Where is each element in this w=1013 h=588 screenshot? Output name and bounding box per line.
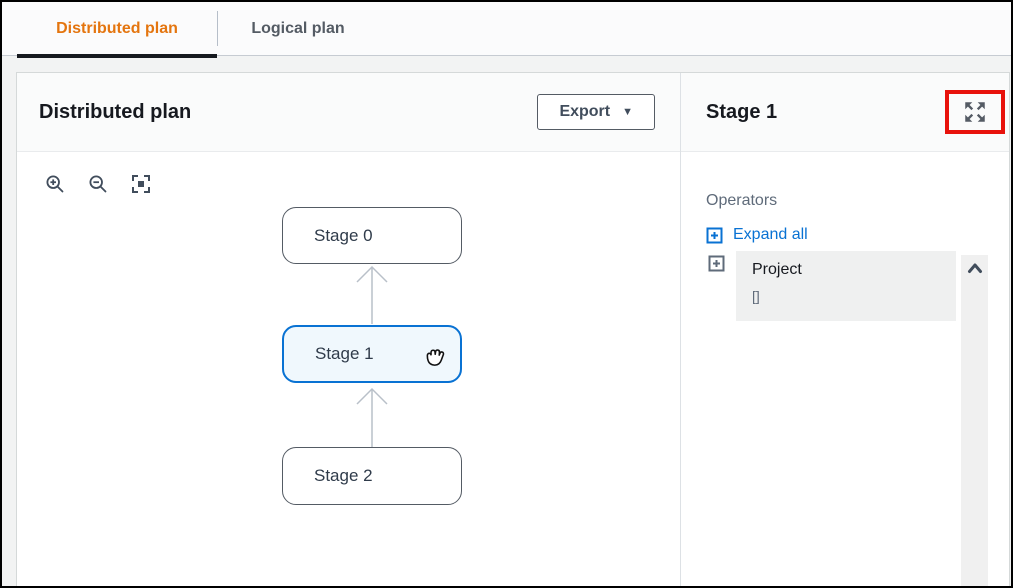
operators-scrollbar[interactable] xyxy=(961,255,988,586)
caret-down-icon: ▼ xyxy=(622,105,633,118)
operator-detail: [] xyxy=(752,288,760,304)
stage-diagram-canvas[interactable]: Stage 0 Stage 1 Stage 2 xyxy=(17,152,680,586)
grab-hand-cursor-icon xyxy=(426,349,445,366)
diagram-edges xyxy=(356,265,388,447)
tab-distributed-plan-label: Distributed plan xyxy=(56,19,178,37)
expand-all-link[interactable]: Expand all xyxy=(706,226,1009,244)
zoom-toolbar xyxy=(45,174,151,194)
stage-details-panel: Stage 1 Operators xyxy=(680,73,1009,586)
export-button[interactable]: Export ▼ xyxy=(537,94,655,130)
operators-section: Operators Expand all xyxy=(681,152,1009,586)
zoom-out-icon[interactable] xyxy=(88,174,108,194)
plan-tabs: Distributed plan Logical plan xyxy=(2,2,1011,58)
fit-view-icon[interactable] xyxy=(131,174,151,194)
diagram-node-stage-2[interactable]: Stage 2 xyxy=(282,447,462,505)
page-title: Distributed plan xyxy=(39,100,192,123)
plus-square-icon xyxy=(706,227,723,243)
diagram-node-stage-0[interactable]: Stage 0 xyxy=(282,207,462,264)
diagram-node-stage-1[interactable]: Stage 1 xyxy=(282,325,462,383)
expand-panel-icon[interactable] xyxy=(962,99,988,125)
distributed-plan-header: Distributed plan Export ▼ xyxy=(17,73,680,152)
operator-card-project[interactable]: Project [] xyxy=(736,251,956,321)
distributed-plan-panel: Distributed plan Export ▼ xyxy=(17,73,680,586)
tab-distributed-plan[interactable]: Distributed plan xyxy=(17,2,217,58)
operator-name: Project xyxy=(752,261,802,278)
plan-card: Distributed plan Export ▼ xyxy=(16,72,1010,586)
node-label: Stage 0 xyxy=(314,225,373,245)
stage-details-title: Stage 1 xyxy=(706,100,778,123)
node-label: Stage 2 xyxy=(314,466,373,485)
export-button-label: Export xyxy=(559,103,611,120)
operators-label: Operators xyxy=(706,192,778,209)
tab-logical-plan-label: Logical plan xyxy=(251,19,345,37)
operator-row-project: Project [] xyxy=(706,251,1009,321)
operator-toggle-plus-square-icon[interactable] xyxy=(708,255,725,272)
tab-logical-plan[interactable]: Logical plan xyxy=(218,2,378,55)
red-annotation-box xyxy=(945,90,1005,134)
chevron-up-icon[interactable] xyxy=(967,262,983,274)
expand-all-label: Expand all xyxy=(733,226,808,243)
stage-details-header: Stage 1 xyxy=(681,73,1009,152)
node-label: Stage 1 xyxy=(315,344,374,363)
zoom-in-icon[interactable] xyxy=(45,174,65,194)
tab-divider xyxy=(217,11,218,46)
